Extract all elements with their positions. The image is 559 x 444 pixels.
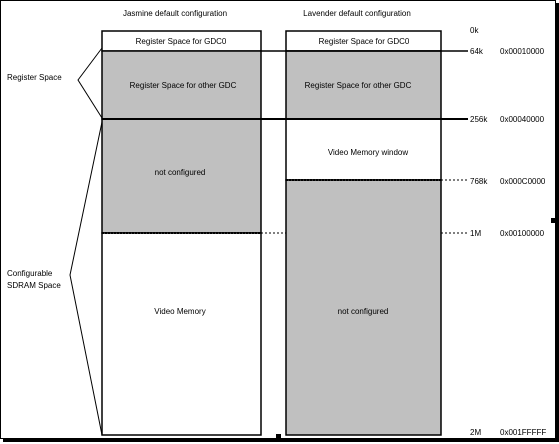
size-label-256k: 256k <box>470 115 488 124</box>
sdram-space-brace <box>69 121 103 436</box>
lavender-video-window-block <box>285 118 442 181</box>
lavender-other-gdc-label: Register Space for other GDC <box>305 81 412 90</box>
configurable-sdram-label-line1: Configurable <box>7 269 53 278</box>
jasmine-video-memory-label: Video Memory <box>154 307 205 316</box>
size-label-1m: 1M <box>470 229 481 238</box>
address-64k: 0x00010000 <box>500 47 545 56</box>
register-space-label: Register Space <box>7 73 62 82</box>
lavender-not-configured-label: not configured <box>338 307 389 316</box>
lavender-column-title: Lavender default configuration <box>303 9 411 18</box>
jasmine-video-memory-block <box>101 232 262 436</box>
jasmine-not-configured-block <box>101 118 262 234</box>
size-label-2m: 2M <box>470 428 481 437</box>
frame-shadow-right <box>556 3 559 441</box>
lavender-gdc0-label: Register Space for GDC0 <box>319 37 410 46</box>
lavender-video-window-label: Video Memory window <box>328 148 409 157</box>
address-256k: 0x00040000 <box>500 115 545 124</box>
address-2m: 0x001FFFFF <box>500 428 546 437</box>
address-1m: 0x00100000 <box>500 229 545 238</box>
resize-handle-bottom[interactable] <box>276 434 281 439</box>
jasmine-other-gdc-block <box>101 50 262 120</box>
register-space-brace <box>77 47 103 119</box>
lavender-other-gdc-block <box>285 50 442 120</box>
size-label-768k: 768k <box>470 177 488 186</box>
jasmine-gdc0-label: Register Space for GDC0 <box>136 37 227 46</box>
resize-handle-right[interactable] <box>551 218 556 223</box>
lavender-not-configured-block <box>285 179 442 436</box>
jasmine-not-configured-label: not configured <box>155 168 206 177</box>
jasmine-column-title: Jasmine default configuration <box>123 9 227 18</box>
configurable-sdram-label-line2: SDRAM Space <box>7 281 61 290</box>
frame-shadow-bottom <box>3 439 559 442</box>
size-label-0k: 0k <box>470 26 479 35</box>
jasmine-other-gdc-label: Register Space for other GDC <box>130 81 237 90</box>
size-label-64k: 64k <box>470 47 484 56</box>
address-768k: 0x000C0000 <box>500 177 546 186</box>
